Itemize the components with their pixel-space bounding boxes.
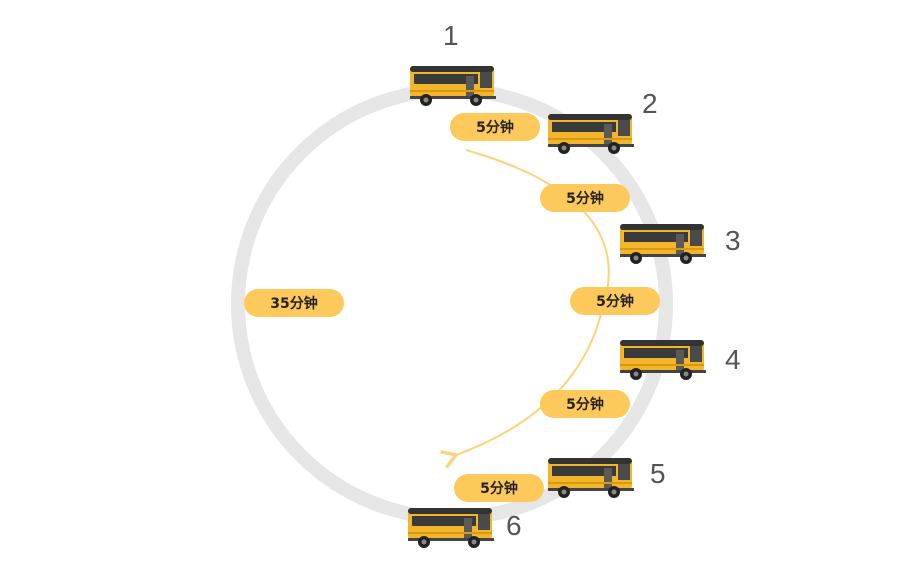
interval-label: 5分钟	[454, 474, 544, 502]
bus-number: 1	[443, 20, 459, 51]
bus-number: 6	[506, 510, 522, 541]
interval-label: 5分钟	[570, 287, 660, 315]
bus-number: 4	[725, 344, 741, 375]
bus-icon	[408, 508, 494, 548]
interval-label: 5分钟	[540, 184, 630, 212]
interval-label: 5分钟	[450, 113, 540, 141]
bus-icon	[410, 66, 496, 106]
bus-number: 2	[642, 88, 658, 119]
bus-number: 5	[650, 458, 666, 489]
loop-interval-label: 35分钟	[244, 289, 344, 317]
interval-label: 5分钟	[540, 390, 630, 418]
bus-icon	[620, 340, 706, 380]
bus-icon	[548, 458, 634, 498]
bus-number: 3	[725, 225, 741, 256]
